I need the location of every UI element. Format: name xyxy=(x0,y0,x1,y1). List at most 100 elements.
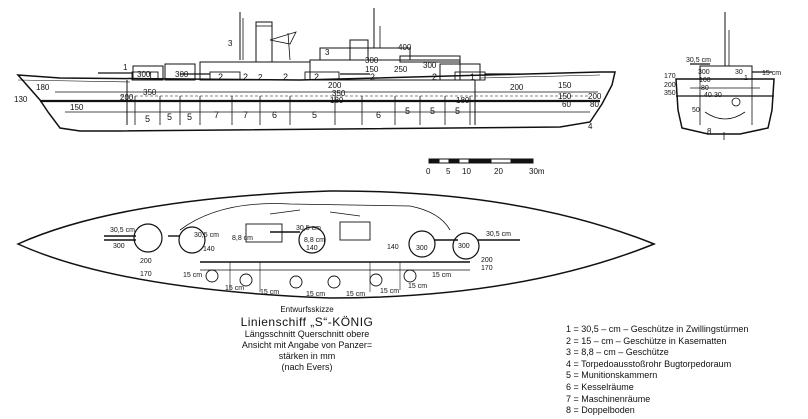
caption-line: Längsschnitt Querschnitt obere xyxy=(244,329,370,339)
plan-label: 300 xyxy=(416,245,428,252)
armor-label: 150 xyxy=(558,92,572,101)
callout-label: 2 xyxy=(258,73,263,82)
plan-label: 8,8 cm xyxy=(304,237,325,244)
legend-item: 6 = Kesselräume xyxy=(566,381,634,392)
armor-label: 350 xyxy=(143,88,157,97)
scale-tick: 0 xyxy=(426,167,431,176)
turret xyxy=(298,226,326,254)
compartment-number: 6 xyxy=(272,110,277,120)
section-label: 8 xyxy=(707,127,712,136)
section-label: 300 xyxy=(698,69,710,76)
scale-tick: 30m xyxy=(529,167,545,176)
plan-view xyxy=(16,190,657,299)
compartment-number: 7 xyxy=(243,110,248,120)
compartment-number: 5 xyxy=(145,114,150,124)
plan-label: 15 cm xyxy=(183,272,202,279)
armor-label: 400 xyxy=(398,43,412,52)
armor-label: 200 xyxy=(328,81,342,90)
plan-label: 140 xyxy=(306,245,318,252)
plan-label: 170 xyxy=(481,265,493,272)
turret xyxy=(133,223,163,253)
armor-label: 150 xyxy=(365,65,379,74)
armor-label: 350 xyxy=(332,89,346,98)
armor-label: 300 xyxy=(175,70,189,79)
section-label: 170 xyxy=(664,73,676,80)
callout-label: 3 xyxy=(228,39,233,48)
turret xyxy=(178,226,206,254)
section-label: 1 xyxy=(744,75,748,82)
scale-bar xyxy=(428,158,534,164)
scale-ticks: 0 5 10 20 30m xyxy=(426,167,545,176)
plan-label: 15 cm xyxy=(346,291,365,298)
armor-label: 200 xyxy=(510,83,524,92)
compartment-number: 5 xyxy=(167,112,172,122)
profile-compartment-numbers: 5 5 5 7 7 6 5 6 5 5 5 xyxy=(145,106,460,124)
turret-marker: 2 xyxy=(370,72,375,82)
armor-label: 200 xyxy=(588,92,602,101)
profile-view xyxy=(16,8,616,132)
armor-label: 80 xyxy=(590,100,599,109)
caption-source: (nach Evers) xyxy=(281,362,333,372)
plan-label: 300 xyxy=(458,243,470,250)
armor-label: 200 xyxy=(120,93,134,102)
section-label: 30,5 cm xyxy=(686,57,711,64)
armor-label: 130 xyxy=(14,95,28,104)
plan-label: 200 xyxy=(481,257,493,264)
legend-item: 7 = Maschinenräume xyxy=(566,393,651,404)
compartment-number: 5 xyxy=(187,112,192,122)
armor-label: 180 xyxy=(330,96,344,105)
plan-label: 30,5 cm xyxy=(296,225,321,232)
compartment-number: 6 xyxy=(376,110,381,120)
section-label: 160 xyxy=(699,77,711,84)
turret-marker: 2 xyxy=(218,72,223,82)
compartment-number: 5 xyxy=(430,106,435,116)
armor-label: 180 xyxy=(36,83,50,92)
turret xyxy=(452,232,480,260)
plan-label: 8,8 cm xyxy=(232,235,253,242)
armor-label: 180 xyxy=(456,96,470,105)
section-label: 30 xyxy=(735,69,743,76)
legend-item: 2 = 15 – cm – Geschütze in Kasematten xyxy=(566,335,727,346)
plan-label: 15 cm xyxy=(225,285,244,292)
callout-label: 4 xyxy=(588,122,593,131)
compartment-number: 5 xyxy=(405,106,410,116)
section-label: 200 xyxy=(664,82,676,89)
caption-title: Linienschiff „S“-KÖNIG xyxy=(240,315,374,329)
plan-label: 200 xyxy=(140,258,152,265)
caption-line: stärken in mm xyxy=(278,351,336,361)
compartment-number: 5 xyxy=(312,110,317,120)
turret xyxy=(408,230,436,258)
turret-marker: 2 xyxy=(283,72,288,82)
profile-armor-labels: 180 130 200 150 300 350 300 200 350 180 … xyxy=(14,43,602,112)
section-label: 80 xyxy=(701,85,709,92)
legend-item: 8 = Doppelboden xyxy=(566,405,635,416)
compartment-number: 7 xyxy=(214,110,219,120)
profile-turret-markers: 1 2 2 2 2 2 2 1 xyxy=(148,71,475,82)
legend: 1 = 30,5 – cm – Geschütze in Zwillingstü… xyxy=(566,324,806,417)
profile-callouts: 1 3 2 3 4 xyxy=(123,39,593,131)
plan-label: 170 xyxy=(140,271,152,278)
callout-label: 1 xyxy=(123,63,128,72)
armor-label: 300 xyxy=(137,70,151,79)
plan-label: 15 cm xyxy=(432,272,451,279)
plan-label: 30,5 cm xyxy=(194,232,219,239)
armor-label: 60 xyxy=(562,100,571,109)
hull-outline xyxy=(16,71,616,132)
plan-label: 30,5 cm xyxy=(486,231,511,238)
section-label: 30 xyxy=(714,92,722,99)
turret-marker: 1 xyxy=(470,72,475,82)
scale-tick: 20 xyxy=(494,167,503,176)
legend-item: 1 = 30,5 – cm – Geschütze in Zwillingstü… xyxy=(566,324,749,334)
scale-tick: 10 xyxy=(462,167,471,176)
cross-section-view xyxy=(675,12,775,140)
armor-label: 250 xyxy=(394,65,408,74)
deck-outline xyxy=(16,190,657,299)
diagram-caption: Entwurfsskizze Linienschiff „S“-KÖNIG Lä… xyxy=(232,304,382,373)
plan-label: 15 cm xyxy=(260,289,279,296)
section-label: 40 xyxy=(704,92,712,99)
plan-label: 15 cm xyxy=(306,291,325,298)
legend-item: 3 = 8,8 – cm – Geschütze xyxy=(566,347,669,358)
armor-label: 150 xyxy=(70,103,84,112)
plan-label: 15 cm xyxy=(408,283,427,290)
